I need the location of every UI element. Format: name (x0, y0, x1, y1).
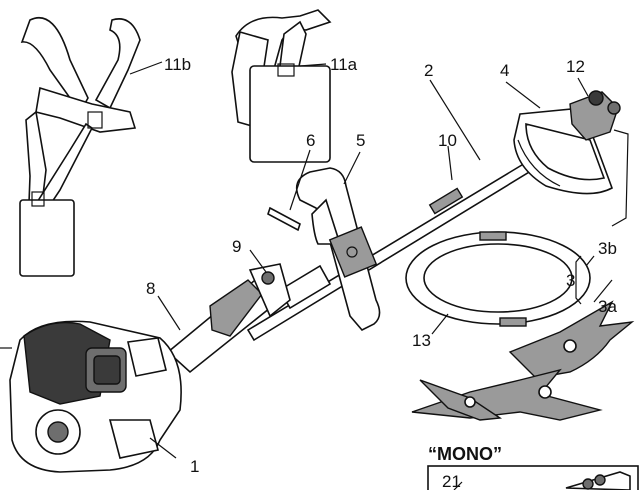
label-9: 9 (232, 237, 241, 256)
label-2: 2 (424, 61, 433, 80)
throttle-grip (166, 263, 291, 374)
label-6: 6 (306, 131, 315, 150)
shoulder-harness (231, 9, 332, 163)
label-3: 3 (566, 271, 575, 290)
label-8: 8 (146, 279, 155, 298)
label-11a: 11a (330, 55, 358, 74)
label-12: 12 (566, 57, 585, 76)
shaft (246, 128, 587, 342)
label-21: 21 (442, 472, 461, 490)
label-3b: 3b (598, 239, 617, 258)
label-13: 13 (412, 331, 431, 350)
label-4: 4 (500, 61, 509, 80)
label-5: 5 (356, 131, 365, 150)
full-harness (19, 17, 141, 277)
engine (9, 320, 182, 473)
blade-ring (405, 231, 591, 327)
label-10: 10 (438, 131, 457, 150)
loop-handle (295, 167, 381, 331)
spacer-rod (267, 206, 301, 232)
label-1: 1 (190, 457, 199, 476)
blades (411, 300, 635, 421)
mono-title: “MONO” (428, 444, 502, 464)
label-3a: 3a (598, 297, 617, 316)
gear-head (569, 90, 621, 141)
leader-lines (0, 61, 629, 459)
label-11b: 11b (164, 55, 191, 74)
mono-inset: 21 (427, 465, 639, 490)
